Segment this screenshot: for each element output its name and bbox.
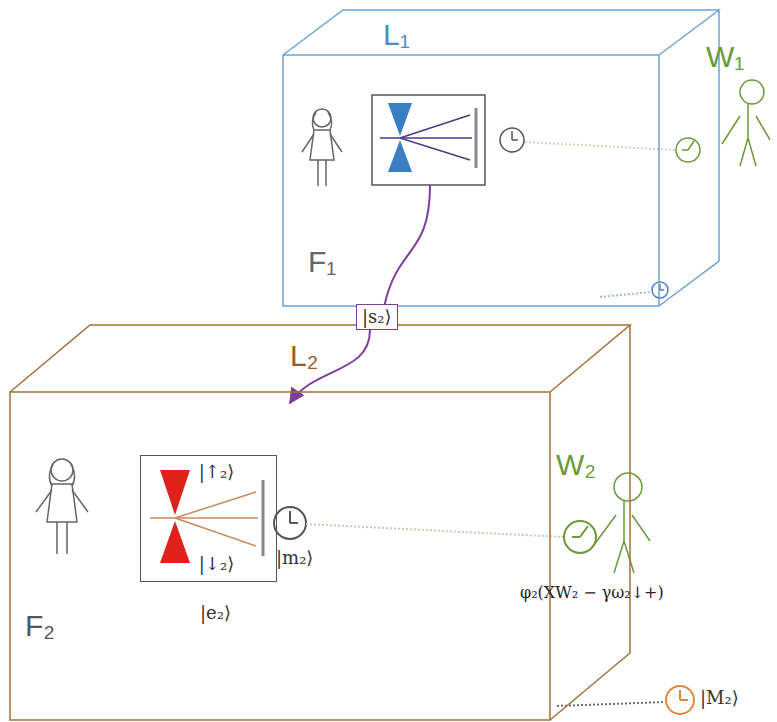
ket-label: |s₂⟩: [362, 306, 392, 327]
cube-outline: [10, 325, 630, 720]
ket-label: |m₂⟩: [276, 548, 313, 568]
ket-label: |e₂⟩: [200, 603, 231, 623]
ket-label: |↑₂⟩: [199, 462, 234, 482]
clocks: [274, 128, 700, 714]
state-transfer-arrow: [385, 185, 430, 304]
friend-label: F₂: [25, 609, 55, 642]
lab-cube: L₁ F₁: [283, 10, 719, 306]
cube-outline: [283, 10, 719, 306]
observer-label: W₂: [556, 448, 596, 481]
lab-cube: L₂ F₂ |e₂⟩ |↑₂⟩ |↓₂⟩: [10, 325, 630, 720]
lab-label: L₂: [290, 339, 318, 372]
couplings: [306, 142, 675, 706]
ket-label: |M₂⟩: [700, 688, 739, 708]
apparatus-box: |↑₂⟩ |↓₂⟩: [140, 455, 277, 582]
observer-label: W₁: [706, 40, 744, 73]
person-figures: [36, 80, 770, 573]
state-box: |s₂⟩: [356, 304, 398, 330]
apparatus-2: [150, 470, 263, 563]
apparatus-1: [372, 95, 485, 185]
friend-label: F₁: [308, 245, 336, 278]
ket-label: |↓₂⟩: [199, 554, 234, 574]
formula-label: φ₂(XW₂ − γω₂↓+): [520, 584, 664, 602]
lab-label: L₁: [383, 18, 410, 51]
